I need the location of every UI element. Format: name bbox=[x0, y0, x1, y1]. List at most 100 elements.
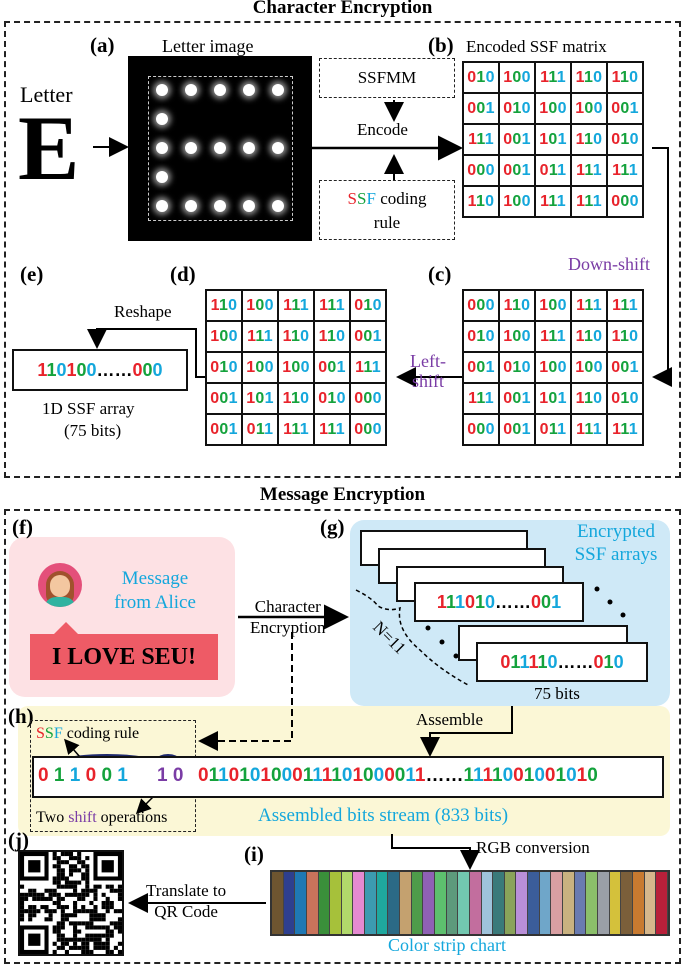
qr-module bbox=[93, 905, 98, 910]
matrix-cell: 010 bbox=[349, 289, 387, 322]
matrix-cell: 111 bbox=[534, 320, 572, 353]
qr-module bbox=[56, 856, 61, 861]
qr-module bbox=[56, 945, 61, 950]
qr-module bbox=[89, 933, 94, 938]
qr-module bbox=[48, 892, 53, 897]
qr-module bbox=[85, 880, 90, 885]
qr-module bbox=[113, 945, 118, 950]
qr-module bbox=[73, 937, 78, 942]
qr-module bbox=[32, 896, 37, 901]
matrix-cell: 001 bbox=[498, 154, 536, 187]
qr-module bbox=[109, 933, 114, 938]
qr-module bbox=[20, 884, 25, 889]
letter-pixel bbox=[156, 200, 168, 212]
qr-module bbox=[64, 937, 69, 942]
qr-module bbox=[113, 909, 118, 914]
color-strip-bar bbox=[306, 872, 319, 934]
qr-module bbox=[68, 872, 74, 877]
qr-module bbox=[85, 856, 90, 861]
qr-module bbox=[101, 945, 106, 950]
qr-module bbox=[101, 917, 106, 922]
matrix-cell: 001 bbox=[498, 413, 536, 446]
qr-module bbox=[81, 864, 86, 869]
qr-module bbox=[77, 929, 82, 934]
translate-line2: QR Code bbox=[154, 902, 218, 921]
panel-c-label: (c) bbox=[428, 262, 452, 286]
letter-pixel bbox=[243, 200, 255, 212]
character-encryption-title: Character Encryption bbox=[252, 0, 433, 18]
matrix-cell: 100 bbox=[498, 61, 536, 94]
alice-avatar bbox=[38, 563, 82, 607]
bits-75-label: 75 bits bbox=[534, 684, 580, 703]
qr-module bbox=[105, 941, 110, 946]
color-strip-bar bbox=[539, 872, 552, 934]
qr-module bbox=[93, 884, 98, 889]
qr-module bbox=[73, 900, 78, 906]
qr-module bbox=[60, 905, 65, 910]
letter-pixel bbox=[272, 200, 284, 212]
matrix-cell: 111 bbox=[313, 289, 351, 322]
qr-module bbox=[77, 909, 82, 914]
ssf-s2: S bbox=[357, 189, 367, 208]
matrix-cell: 101 bbox=[534, 382, 572, 415]
color-strip-bar bbox=[353, 872, 366, 934]
matrix-cell: 001 bbox=[498, 123, 536, 156]
qr-module bbox=[24, 892, 29, 897]
qr-module bbox=[56, 896, 61, 901]
qr-module bbox=[89, 921, 94, 926]
qr-module bbox=[85, 876, 90, 881]
qr-module bbox=[85, 933, 90, 938]
qr-module bbox=[85, 864, 90, 869]
qr-module bbox=[101, 933, 106, 938]
qr-module bbox=[85, 941, 90, 946]
color-strip-bar bbox=[376, 872, 389, 934]
matrix-cell: 111 bbox=[349, 351, 387, 384]
letter-pixel bbox=[156, 142, 168, 154]
color-strip-bar bbox=[551, 872, 564, 934]
matrix-cell: 001 bbox=[606, 92, 644, 125]
qr-code bbox=[18, 850, 124, 956]
qr-module bbox=[109, 949, 114, 954]
qr-module bbox=[28, 905, 33, 910]
qr-module bbox=[85, 937, 90, 942]
char-enc-line2: Encryption bbox=[250, 618, 326, 637]
qr-module bbox=[85, 921, 90, 926]
qr-module bbox=[28, 913, 33, 918]
qr-module bbox=[56, 937, 61, 942]
matrix-cell: 111 bbox=[534, 185, 572, 218]
color-strip-bar bbox=[586, 872, 598, 934]
qr-module bbox=[97, 937, 102, 942]
matrix-cell: 110 bbox=[277, 320, 315, 353]
two-shift-caption: Two shift operations bbox=[36, 809, 168, 826]
qr-module bbox=[56, 864, 61, 869]
qr-module bbox=[117, 949, 122, 954]
color-strip-bar bbox=[423, 872, 435, 934]
qr-module bbox=[60, 876, 65, 881]
panel-i-label: (i) bbox=[244, 842, 264, 866]
matrix-cell: 100 bbox=[534, 92, 572, 125]
qr-module bbox=[105, 945, 110, 950]
color-strip-bar bbox=[504, 872, 517, 934]
matrix-cell: 111 bbox=[241, 320, 279, 353]
qr-module bbox=[68, 945, 74, 950]
color-strip-bar bbox=[434, 872, 447, 934]
qr-module bbox=[60, 945, 65, 950]
qr-module bbox=[77, 880, 82, 885]
qr-module bbox=[48, 896, 53, 901]
qr-module bbox=[73, 929, 78, 934]
qr-module bbox=[109, 905, 114, 910]
qr-module bbox=[77, 892, 82, 897]
qr-module bbox=[20, 909, 25, 914]
color-strip-bar bbox=[295, 872, 307, 934]
qr-module bbox=[56, 880, 61, 885]
qr-module bbox=[56, 925, 61, 930]
matrix-cell: 111 bbox=[462, 382, 500, 415]
qr-module bbox=[52, 949, 57, 954]
matrix-cell: 111 bbox=[277, 413, 315, 446]
matrix-cell: 001 bbox=[205, 413, 243, 446]
qr-module bbox=[85, 892, 90, 897]
letter-pixel bbox=[243, 142, 255, 154]
qr-module bbox=[101, 892, 106, 897]
qr-module bbox=[105, 909, 110, 914]
